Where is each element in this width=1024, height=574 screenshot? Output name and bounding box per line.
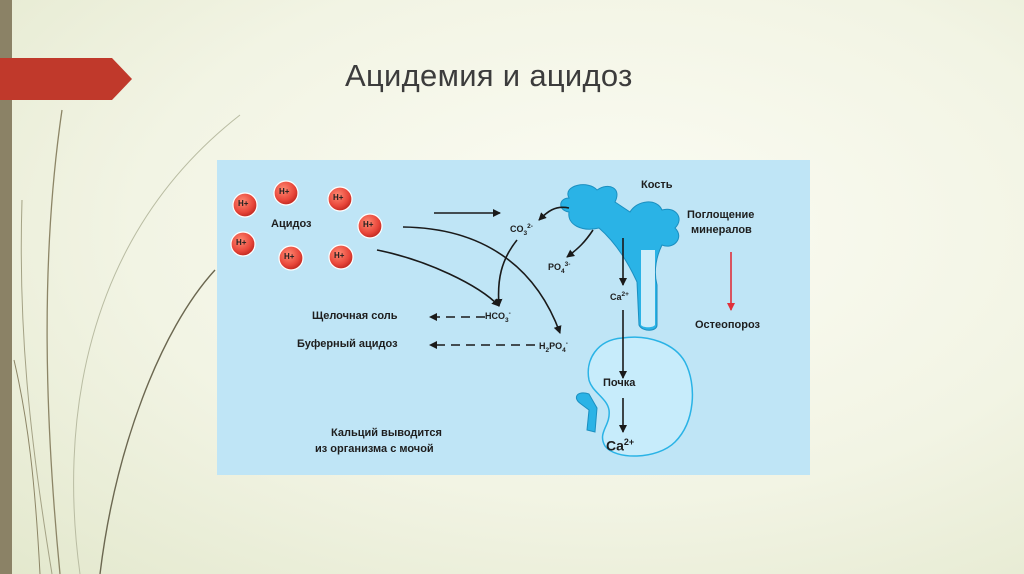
ion-h-5 <box>230 231 256 257</box>
ion-h-7 <box>328 244 354 270</box>
alkaline-salt-label: Щелочная соль <box>312 310 398 322</box>
co3-label: CO32- <box>510 223 533 237</box>
ion-h-3 <box>327 186 353 212</box>
buffer-acidosis-label: Буферный ацидоз <box>297 338 398 350</box>
kidney-shape <box>575 336 694 457</box>
ion-label-6: H+ <box>284 252 295 261</box>
acidosis-diagram: H+ H+ H+ H+ H+ H+ H+ Ацидоз Кость Поглощ… <box>217 160 810 475</box>
arrow-acidosis-to-h2po4 <box>402 226 562 334</box>
ion-h-2 <box>273 180 299 206</box>
mineral-uptake-label-line2: минералов <box>691 224 752 236</box>
ion-label-7: H+ <box>334 251 345 260</box>
slide-title: Ацидемия и ацидоз <box>345 58 633 93</box>
ca-urine-label: Ca2+ <box>606 437 635 454</box>
mineral-uptake-label-line1: Поглощение <box>687 209 755 221</box>
decorative-lines <box>13 109 241 574</box>
ion-h-4 <box>357 213 383 239</box>
ion-label-5: H+ <box>236 238 247 247</box>
ion-label-4: H+ <box>363 220 374 229</box>
ion-label-3: H+ <box>333 193 344 202</box>
arrow-bone-to-po4 <box>566 229 594 258</box>
h2po4-label: H2PO4- <box>539 340 568 354</box>
calcium-excretion-line2: из организма с мочой <box>315 443 434 455</box>
ion-h-6 <box>278 245 304 271</box>
diagram-graphics <box>230 180 735 457</box>
osteoporosis-label: Остеопороз <box>695 319 761 331</box>
arrow-co3-to-hco3 <box>494 239 518 307</box>
hco3-label: HCO3- <box>485 310 511 324</box>
arrow-acidosis-to-hco3 <box>376 249 500 307</box>
bone-label: Кость <box>641 179 673 191</box>
ion-label-2: H+ <box>279 187 290 196</box>
acidosis-label: Ацидоз <box>271 218 312 230</box>
ca-bone-label: Ca2+ <box>610 291 629 302</box>
bone-shape <box>560 184 680 331</box>
title-arrow-marker <box>0 58 132 100</box>
po4-label: PO43- <box>548 261 571 275</box>
kidney-label: Почка <box>603 377 636 389</box>
ion-label-1: H+ <box>238 199 249 208</box>
arrow-bone-to-co3 <box>538 206 570 221</box>
left-decor-bar <box>0 0 12 574</box>
ion-h-1 <box>232 192 258 218</box>
calcium-excretion-line1: Кальций выводится <box>331 427 442 439</box>
